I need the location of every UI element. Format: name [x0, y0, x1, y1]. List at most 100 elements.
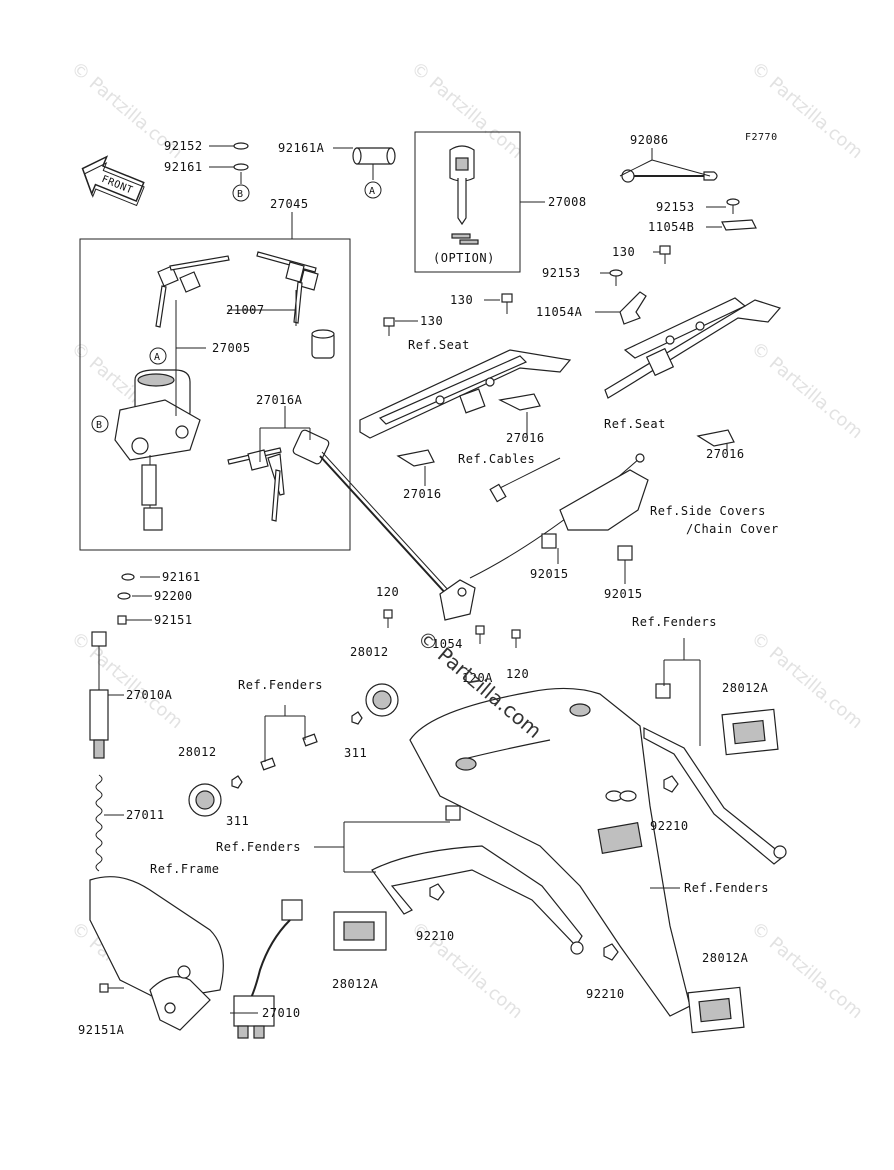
- nut-icon: [429, 883, 445, 901]
- spring-icon: [95, 774, 103, 872]
- washer-icon: [233, 142, 249, 150]
- reflector-rect-icon: [687, 986, 745, 1034]
- part-label: 28012A: [722, 681, 769, 695]
- bolt-icon: [659, 245, 671, 264]
- collar-icon: [352, 147, 396, 165]
- screw-icon: [117, 615, 140, 625]
- seat-lock-hook-icon: [696, 429, 735, 447]
- part-label: 27011: [126, 808, 165, 822]
- part-label: Ref.Cables: [458, 452, 535, 466]
- washer-icon: [121, 573, 135, 581]
- part-label: 28012: [350, 645, 389, 659]
- part-label: 311: [344, 746, 367, 760]
- part-label: 92210: [586, 987, 625, 1001]
- part-label: 27005: [212, 341, 251, 355]
- rear-fender-bracket-icon: [409, 687, 691, 1017]
- part-label: 92152: [164, 139, 203, 153]
- part-label: 92161: [162, 570, 201, 584]
- ignition-switch-icon: [114, 369, 201, 531]
- part-label: 92153: [542, 266, 581, 280]
- bolt-icon: [726, 198, 740, 214]
- front-arrow: FRONT: [81, 155, 145, 207]
- part-label: Ref.Seat: [604, 417, 666, 431]
- part-labels: 92152 92161 92161A 27008 92086 92153 110…: [78, 133, 779, 1037]
- part-label: 92161: [164, 160, 203, 174]
- part-label: 120: [376, 585, 399, 599]
- seat-lock-hook-icon: [396, 449, 435, 467]
- part-label: 27016: [706, 447, 745, 461]
- side-cover-bracket-icon: [559, 469, 649, 531]
- reflector-rect-icon: [333, 911, 387, 951]
- spacer-icon: [445, 805, 461, 821]
- spacer-icon: [655, 683, 671, 699]
- watermark: © Partzilla.com: [747, 918, 867, 1023]
- part-label: 28012: [178, 745, 217, 759]
- bolt-icon: [501, 293, 513, 314]
- cable-92086-icon: [621, 169, 718, 183]
- watermark: © Partzilla.com: [747, 338, 867, 443]
- rear-brake-switch-icon: [233, 899, 303, 1039]
- part-label: 92151A: [78, 1023, 125, 1037]
- part-label: /Chain Cover: [686, 522, 779, 536]
- part-label: 92151: [154, 613, 193, 627]
- part-label: 130: [450, 293, 473, 307]
- part-label: 120A: [462, 671, 493, 685]
- key-icon: [449, 145, 479, 245]
- part-label: 92015: [604, 587, 643, 601]
- part-label: Ref.Fenders: [632, 615, 717, 629]
- stud-icon: [260, 757, 276, 771]
- part-label: Ref.Fenders: [238, 678, 323, 692]
- part-label: 27008: [548, 195, 587, 209]
- part-label: 27016: [506, 431, 545, 445]
- part-label: Ref.Side Covers: [650, 504, 766, 518]
- screw-icon: [383, 609, 393, 628]
- part-label: 92153: [656, 200, 695, 214]
- callout-a: A: [149, 347, 167, 365]
- svg-text:B: B: [237, 189, 244, 200]
- watermark-layer: © Partzilla.com © Partzilla.com © Partzi…: [67, 58, 867, 1023]
- screw-icon: [511, 629, 521, 648]
- fender-stay-right-icon: [643, 727, 785, 865]
- part-label: 92210: [416, 929, 455, 943]
- part-label: 92161A: [278, 141, 325, 155]
- key-set-icon: [155, 255, 230, 328]
- option-label: (OPTION): [433, 251, 495, 265]
- part-label: 311: [226, 814, 249, 828]
- part-label: 11054B: [648, 220, 694, 234]
- bracket-11054a-icon: [619, 291, 647, 325]
- spacer-icon: [617, 545, 633, 561]
- watermark: © Partzilla.com: [67, 628, 187, 733]
- part-label: 28012A: [702, 951, 749, 965]
- seat-bracket-left-icon: [359, 349, 572, 439]
- nut-icon: [603, 943, 619, 961]
- figure-code: F2770: [745, 132, 778, 143]
- part-label: 27016A: [256, 393, 303, 407]
- seat-lock-hook-icon: [498, 393, 541, 411]
- leader-lines: [104, 145, 728, 1014]
- nut-icon: [351, 711, 363, 725]
- part-label: 120: [506, 667, 529, 681]
- part-label: Ref.Fenders: [684, 881, 769, 895]
- bracket-11054b-icon: [721, 219, 757, 231]
- svg-text:A: A: [369, 186, 376, 197]
- part-label: 27010A: [126, 688, 173, 702]
- reflector-rect-icon: [721, 708, 779, 756]
- stud-icon: [302, 733, 318, 747]
- part-label: Ref.Frame: [150, 862, 220, 876]
- part-label: 130: [420, 314, 443, 328]
- ignition-switch-group-box: [79, 238, 351, 551]
- svg-text:A: A: [154, 352, 161, 363]
- washer-icon: [233, 163, 249, 171]
- part-label: 92200: [154, 589, 193, 603]
- nut-icon: [663, 775, 679, 793]
- brake-switch-icon: [89, 631, 109, 759]
- svg-text:B: B: [96, 420, 103, 431]
- bolt-icon: [609, 269, 623, 286]
- part-label: 11054A: [536, 305, 583, 319]
- part-label: 27045: [270, 197, 309, 211]
- part-label: 92086: [630, 133, 669, 147]
- seat-lock-icon: [439, 579, 476, 621]
- screw-icon: [475, 625, 485, 644]
- part-label: 130: [612, 245, 635, 259]
- nut-icon: [231, 775, 243, 789]
